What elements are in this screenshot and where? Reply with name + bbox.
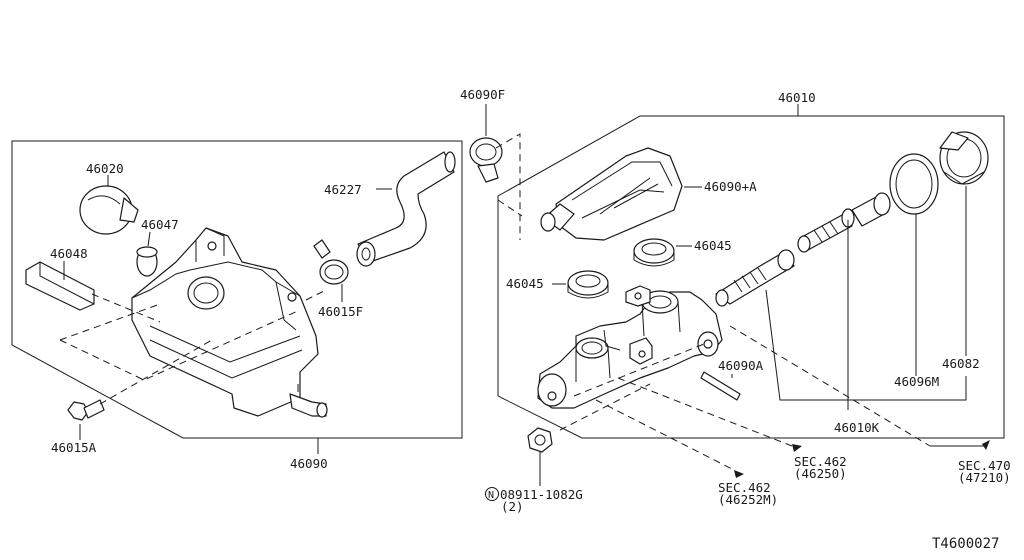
ref-sec-462-b: SEC.462 xyxy=(718,480,771,495)
hose-part[interactable] xyxy=(356,151,456,267)
ref-code-47210: (47210) xyxy=(958,470,1011,485)
ref-code-46250: (46250) xyxy=(794,466,847,481)
diagram-id: T4600027 xyxy=(932,536,999,552)
master-cylinder-group xyxy=(497,104,1005,478)
seal-ring-part[interactable] xyxy=(889,153,939,215)
label-46015A: 46015A xyxy=(51,440,97,455)
ref-sec-462-a: SEC.462 xyxy=(794,454,847,469)
clamp-46090f-part[interactable] xyxy=(469,137,503,183)
grommet-part[interactable] xyxy=(25,261,95,311)
reservoir-tank-part[interactable] xyxy=(540,147,683,241)
label-46010K: 46010K xyxy=(834,420,880,435)
nut-symbol-letter: N xyxy=(488,490,494,501)
ref-sec-470: SEC.470 xyxy=(958,458,1011,473)
label-46045-upper: 46045 xyxy=(694,238,732,253)
master-cylinder-body-part[interactable] xyxy=(537,285,723,409)
label-46096M: 46096M xyxy=(894,374,939,389)
label-46047: 46047 xyxy=(141,217,179,232)
reservoir-cap-part[interactable] xyxy=(79,185,139,235)
seal-upper-part[interactable] xyxy=(633,238,675,267)
label-46015F: 46015F xyxy=(318,304,363,319)
label-46227: 46227 xyxy=(324,182,362,197)
master-cylinder-group-frame xyxy=(497,115,1005,439)
label-nut-qty: (2) xyxy=(501,499,524,514)
reservoir-body-part[interactable] xyxy=(131,227,328,418)
piston-kit-part[interactable] xyxy=(715,192,891,307)
label-08911-1082G: 08911-1082G xyxy=(500,487,583,502)
label-46082: 46082 xyxy=(942,356,980,371)
nut-part[interactable] xyxy=(527,427,553,453)
bolt-part[interactable] xyxy=(67,399,105,421)
label-46090F: 46090F xyxy=(460,87,505,102)
label-46090A: 46090A xyxy=(718,358,764,373)
label-46020: 46020 xyxy=(86,161,124,176)
label-46045-lower: 46045 xyxy=(506,276,544,291)
label-46090-plus-a: 46090+A xyxy=(704,179,757,194)
ref-code-46252M: (46252M) xyxy=(718,492,778,507)
pin-part[interactable] xyxy=(700,371,741,401)
label-46048: 46048 xyxy=(50,246,88,261)
reservoir-group-frame xyxy=(11,140,463,439)
reservoir-group xyxy=(11,140,463,454)
hose-clamp-part[interactable] xyxy=(313,239,349,285)
nut-symbol-circle xyxy=(485,487,499,501)
strainer-part[interactable] xyxy=(136,246,158,277)
label-46090: 46090 xyxy=(290,456,328,471)
retainer-part[interactable] xyxy=(939,131,989,185)
label-46010: 46010 xyxy=(778,90,816,105)
seal-lower-part[interactable] xyxy=(567,270,609,299)
